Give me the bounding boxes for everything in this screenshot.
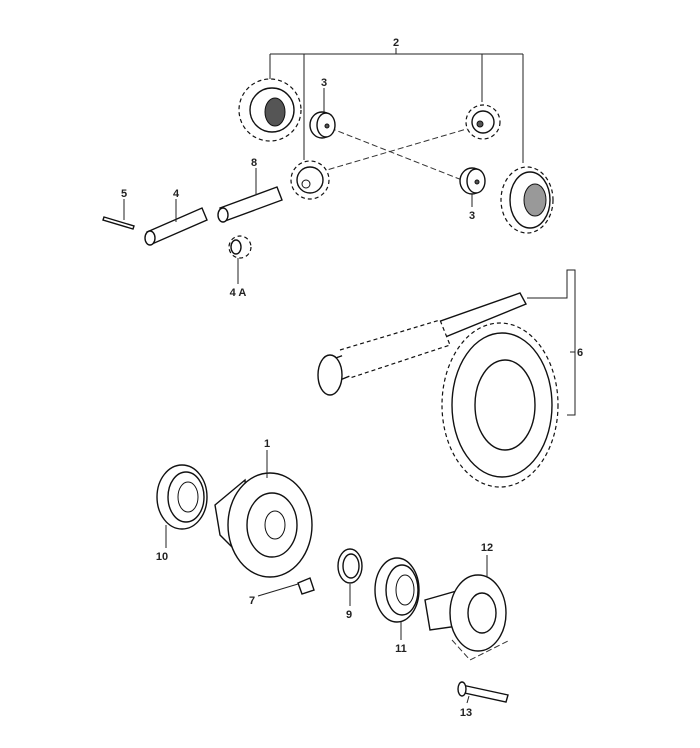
callout-4: 4 bbox=[173, 188, 180, 200]
assembly-line bbox=[451, 639, 511, 661]
differential-case bbox=[214, 472, 313, 578]
callout-1: 1 bbox=[264, 438, 270, 450]
callout-10: 10 bbox=[156, 551, 168, 563]
leader-line bbox=[257, 583, 299, 597]
washer bbox=[337, 548, 363, 584]
callout-2: 2 bbox=[393, 37, 399, 49]
bushing-4a bbox=[228, 235, 252, 259]
lock-pin bbox=[102, 216, 135, 230]
callout-5: 5 bbox=[121, 188, 127, 200]
bolt bbox=[457, 681, 509, 703]
callout-8: 8 bbox=[251, 157, 257, 169]
thrust-washer bbox=[309, 111, 336, 139]
callout-3: 3 bbox=[321, 77, 327, 89]
differential-shaft-8 bbox=[217, 186, 283, 223]
ring-gear bbox=[441, 322, 559, 488]
bracket-2-leaders bbox=[269, 48, 524, 163]
bolt bbox=[297, 577, 315, 595]
bracket-6-leaders bbox=[527, 269, 576, 416]
assembly-line bbox=[329, 127, 463, 181]
callout-6: 6 bbox=[577, 347, 583, 359]
callout-7: 7 bbox=[249, 595, 255, 607]
side-gear-right bbox=[500, 166, 554, 234]
callout-4a: 4 A bbox=[230, 287, 247, 299]
differential-pinion bbox=[465, 104, 501, 140]
differential-pinion bbox=[290, 160, 330, 200]
tapered-bearing bbox=[374, 557, 420, 623]
pinion-shaft bbox=[317, 292, 527, 396]
side-gear-left bbox=[238, 78, 302, 142]
callout-11: 11 bbox=[395, 643, 407, 655]
differential-shaft bbox=[144, 207, 208, 246]
tapered-bearing bbox=[156, 464, 208, 530]
callout-13: 13 bbox=[460, 707, 472, 719]
callout-9: 9 bbox=[346, 609, 352, 621]
callout-12: 12 bbox=[481, 542, 493, 554]
leader-line bbox=[466, 695, 470, 704]
assembly-line bbox=[319, 127, 471, 173]
drive-flange bbox=[424, 574, 507, 652]
callout-3: 3 bbox=[469, 210, 475, 222]
thrust-washer bbox=[459, 167, 486, 195]
